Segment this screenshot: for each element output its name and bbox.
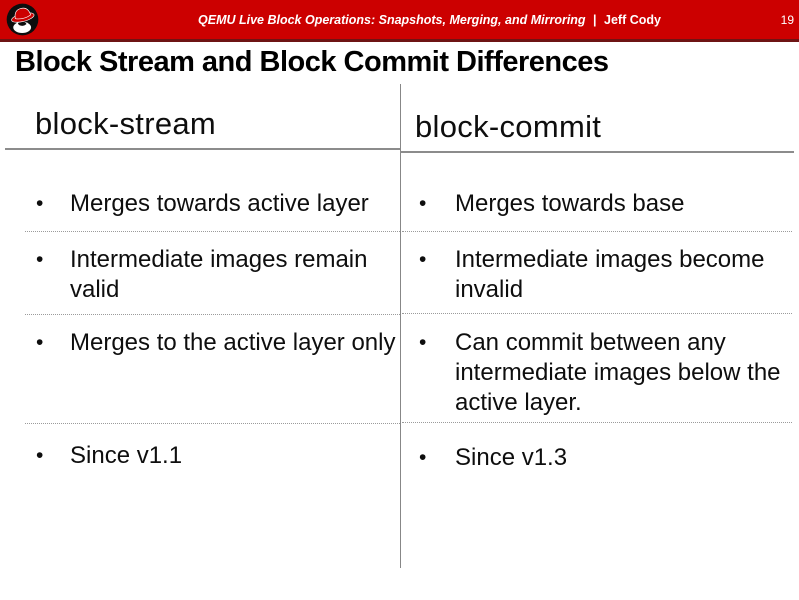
bullet-icon: • (36, 248, 44, 271)
bullet-text: Can commit between any intermediate imag… (455, 329, 781, 416)
bullet-icon: • (419, 446, 427, 469)
slide-title: Block Stream and Block Commit Difference… (15, 46, 609, 78)
bullet-icon: • (36, 192, 44, 215)
column-header-block-stream: block-stream (35, 106, 217, 141)
bullet-text: Merges to the active layer only (70, 329, 396, 356)
bullet-icon: • (419, 331, 427, 354)
presentation-title: QEMU Live Block Operations: Snapshots, M… (138, 13, 661, 27)
bullet-item: • Intermediate images become invalid (419, 245, 786, 305)
title-author-divider: | (593, 12, 597, 27)
bullet-icon: • (419, 192, 427, 215)
bullet-icon: • (419, 248, 427, 271)
row-separator-line (402, 422, 792, 423)
row-separator-line (25, 423, 400, 424)
row-separator-line (25, 231, 400, 232)
column-divider-line (400, 84, 401, 568)
redhat-shadowman-icon (6, 3, 39, 36)
left-header-underline (5, 148, 400, 150)
bullet-item: • Merges towards active layer (36, 189, 406, 219)
bullet-icon: • (36, 444, 44, 467)
right-header-underline (400, 151, 794, 153)
bullet-text: Since v1.3 (455, 444, 568, 471)
bullet-text: Intermediate images remain valid (70, 246, 368, 303)
row-separator-line (25, 314, 400, 315)
presentation-author: Jeff Cody (604, 12, 661, 27)
bullet-text: Intermediate images become invalid (455, 246, 765, 303)
row-separator-line (402, 313, 792, 314)
bullet-text: Since v1.1 (70, 442, 183, 469)
presentation-title-text: QEMU Live Block Operations: Snapshots, M… (198, 12, 586, 27)
bullet-item: • Can commit between any intermediate im… (419, 328, 786, 418)
slide-header-bar: QEMU Live Block Operations: Snapshots, M… (0, 0, 799, 42)
bullet-item: • Since v1.1 (36, 441, 406, 471)
bullet-text: Merges towards active layer (70, 190, 369, 217)
bullet-item: • Since v1.3 (419, 443, 786, 473)
row-separator-line (402, 231, 792, 232)
column-header-block-commit: block-commit (415, 109, 602, 144)
page-number: 19 (780, 12, 794, 27)
bullet-item: • Merges towards base (419, 189, 786, 219)
bullet-icon: • (36, 331, 44, 354)
bullet-item: • Merges to the active layer only (36, 328, 406, 358)
bullet-text: Merges towards base (455, 190, 685, 217)
bullet-item: • Intermediate images remain valid (36, 245, 406, 305)
